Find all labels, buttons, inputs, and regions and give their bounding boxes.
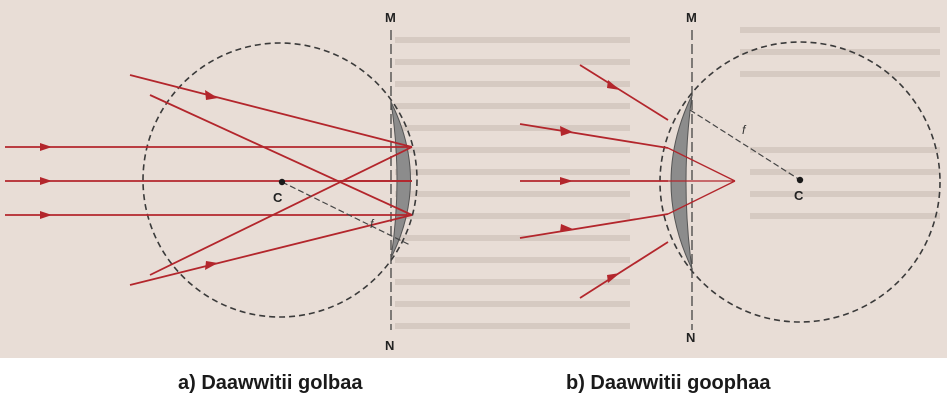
label-n: N — [686, 330, 695, 345]
radius-line — [689, 109, 801, 181]
label-m: M — [385, 10, 396, 25]
label-m: M — [686, 10, 697, 25]
concave-mirror-figure: C f M N — [5, 10, 418, 353]
mirror-diagram: C f M N — [5, 10, 941, 353]
incident-rays — [5, 74, 413, 286]
label-n: N — [385, 338, 394, 353]
dashed-sphere-circle — [142, 42, 418, 318]
caption-concave: a) Daawwitii golbaa — [178, 372, 363, 394]
caption-convex: b) Daawwitii goophaa — [566, 372, 771, 394]
center-point-c — [278, 178, 286, 186]
convex-mirror-figure: C f M N — [519, 10, 941, 345]
virtual-ray-extensions — [667, 147, 736, 215]
radius-line — [281, 181, 411, 246]
textbook-photo: C f M N — [0, 0, 947, 358]
background-text-texture — [395, 27, 940, 329]
mirror-shell — [670, 94, 693, 270]
ray-arrowheads — [560, 80, 620, 283]
label-c: C — [273, 190, 283, 205]
label-f: f — [370, 217, 375, 231]
incident-rays — [519, 64, 669, 299]
dashed-sphere-circle — [659, 41, 941, 323]
center-point-c — [796, 176, 804, 184]
label-f: f — [742, 123, 747, 137]
label-c: C — [794, 188, 804, 203]
ray-arrowheads — [40, 90, 218, 270]
reflected-rays — [149, 94, 413, 276]
